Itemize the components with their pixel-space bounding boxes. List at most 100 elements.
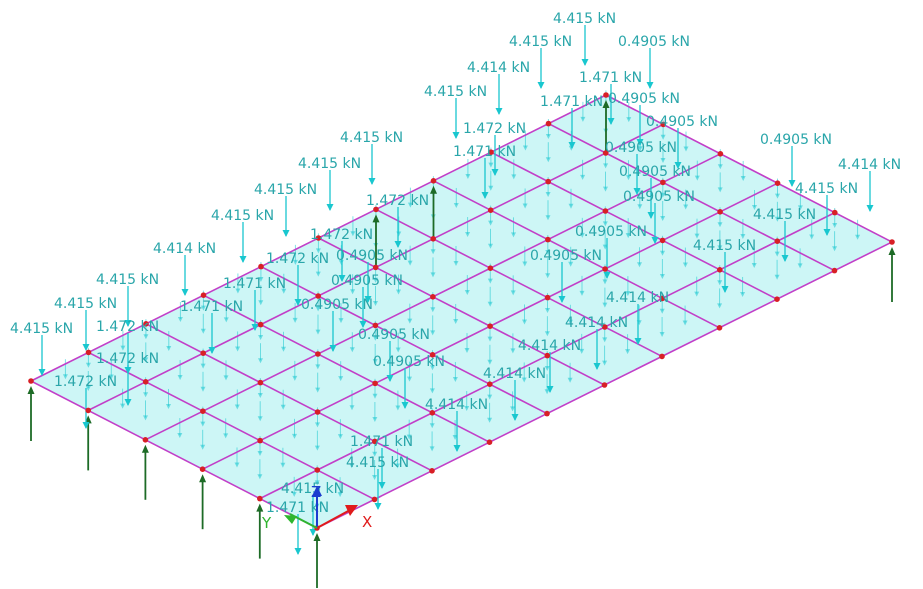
point-load-arrowhead [511, 414, 519, 421]
mesh-node[interactable] [774, 180, 781, 186]
mesh-node[interactable] [257, 321, 264, 328]
pressure-arrowhead [659, 308, 665, 314]
mesh-node[interactable] [315, 235, 322, 241]
mesh-node[interactable] [487, 381, 493, 388]
mesh-node[interactable] [889, 239, 895, 245]
mesh-line[interactable] [490, 151, 778, 300]
mesh-node[interactable] [486, 439, 493, 446]
mesh-line[interactable] [30, 380, 318, 529]
pressure-arrowhead [177, 433, 183, 439]
mesh-node[interactable] [257, 495, 263, 502]
pressure-arrowhead [315, 422, 321, 428]
pressure-arrowhead [465, 232, 471, 238]
reaction-arrowhead [27, 386, 35, 394]
mesh-node[interactable] [488, 149, 494, 155]
mesh-node[interactable] [372, 380, 378, 387]
point-load-arrowhead [568, 142, 576, 149]
mesh-node[interactable] [774, 238, 781, 244]
pressure-arrowhead [544, 331, 550, 337]
mesh-node[interactable] [603, 92, 609, 98]
mesh-node[interactable] [429, 468, 435, 474]
mesh-node[interactable] [315, 351, 321, 357]
point-load-arrowhead [124, 320, 132, 327]
mesh-node[interactable] [831, 267, 838, 274]
mesh-node[interactable] [602, 324, 608, 330]
mesh-node[interactable] [429, 410, 436, 416]
mesh-node[interactable] [545, 120, 552, 127]
mesh-node[interactable] [602, 150, 609, 156]
mesh-node[interactable] [200, 292, 207, 299]
mesh-node[interactable] [545, 236, 551, 243]
mesh-node[interactable] [314, 409, 321, 415]
point-load-arrowhead [491, 169, 499, 176]
pressure-arrowhead [349, 405, 355, 411]
mesh-node[interactable] [372, 438, 378, 445]
mesh-node[interactable] [544, 410, 550, 417]
mesh-node[interactable] [774, 296, 780, 303]
mesh-nodes[interactable] [28, 92, 895, 531]
mesh-node[interactable] [545, 178, 551, 185]
mesh-line[interactable] [145, 323, 433, 472]
mesh-node[interactable] [659, 295, 666, 302]
mesh-node[interactable] [372, 322, 379, 329]
mesh-node[interactable] [487, 265, 494, 272]
mesh-node[interactable] [85, 407, 91, 414]
mesh-node[interactable] [372, 264, 379, 271]
mesh-node[interactable] [430, 294, 436, 300]
mesh-node[interactable] [602, 208, 609, 214]
mesh-node[interactable] [659, 353, 665, 360]
mesh-line[interactable] [548, 122, 835, 272]
pressure-arrowhead [740, 233, 746, 239]
mesh-node[interactable] [143, 321, 149, 327]
mesh-node[interactable] [832, 209, 838, 216]
mesh-line[interactable] [433, 180, 720, 329]
mesh-node[interactable] [544, 352, 551, 359]
mesh-node[interactable] [142, 379, 149, 385]
mesh-node[interactable] [717, 209, 723, 215]
mesh-node[interactable] [258, 263, 264, 270]
mesh-node[interactable] [487, 207, 494, 213]
point-load-arrowhead [294, 299, 302, 306]
mesh-node[interactable] [200, 408, 206, 415]
mesh-node[interactable] [544, 294, 551, 301]
pressure-arrowhead [717, 187, 723, 193]
mesh-node[interactable] [200, 350, 206, 357]
load-value-label: 0.4905 kN [619, 164, 691, 180]
mesh-node[interactable] [199, 466, 206, 473]
mesh-node[interactable] [315, 293, 322, 299]
load-value-label: 0.4905 kN [358, 327, 430, 343]
mesh-node[interactable] [373, 206, 379, 213]
load-value-label: 4.415 kN [96, 272, 159, 288]
mesh-line[interactable] [605, 94, 893, 243]
mesh-line[interactable] [375, 208, 663, 358]
mesh-line[interactable] [260, 265, 548, 415]
mesh-line[interactable] [88, 351, 375, 501]
load-value-label: 4.415 kN [795, 181, 858, 197]
mesh-node[interactable] [601, 382, 608, 388]
pressure-arrowhead [774, 216, 780, 222]
mesh-node[interactable] [660, 121, 666, 128]
mesh-node[interactable] [602, 266, 608, 272]
mesh-node[interactable] [371, 496, 378, 503]
mesh-line[interactable] [203, 294, 490, 443]
pressure-arrowhead [142, 415, 148, 421]
mesh-node[interactable] [659, 237, 666, 244]
mesh-node[interactable] [430, 178, 437, 184]
mesh-node[interactable] [717, 267, 723, 273]
mesh-node[interactable] [430, 236, 437, 242]
mesh-node[interactable] [314, 467, 321, 473]
pressure-arrowhead [625, 291, 631, 297]
mesh-node[interactable] [660, 179, 666, 186]
mesh-node[interactable] [487, 323, 493, 330]
mesh-node[interactable] [716, 325, 723, 331]
mesh-node[interactable] [142, 437, 149, 443]
mesh-node[interactable] [429, 352, 436, 358]
mesh-node[interactable] [717, 151, 724, 157]
mesh-node[interactable] [257, 437, 263, 444]
mesh-node[interactable] [28, 378, 34, 384]
mesh-node[interactable] [85, 349, 92, 356]
mesh-line[interactable] [318, 237, 605, 386]
mesh-node[interactable] [257, 379, 264, 386]
pressure-arrowhead [372, 451, 378, 457]
